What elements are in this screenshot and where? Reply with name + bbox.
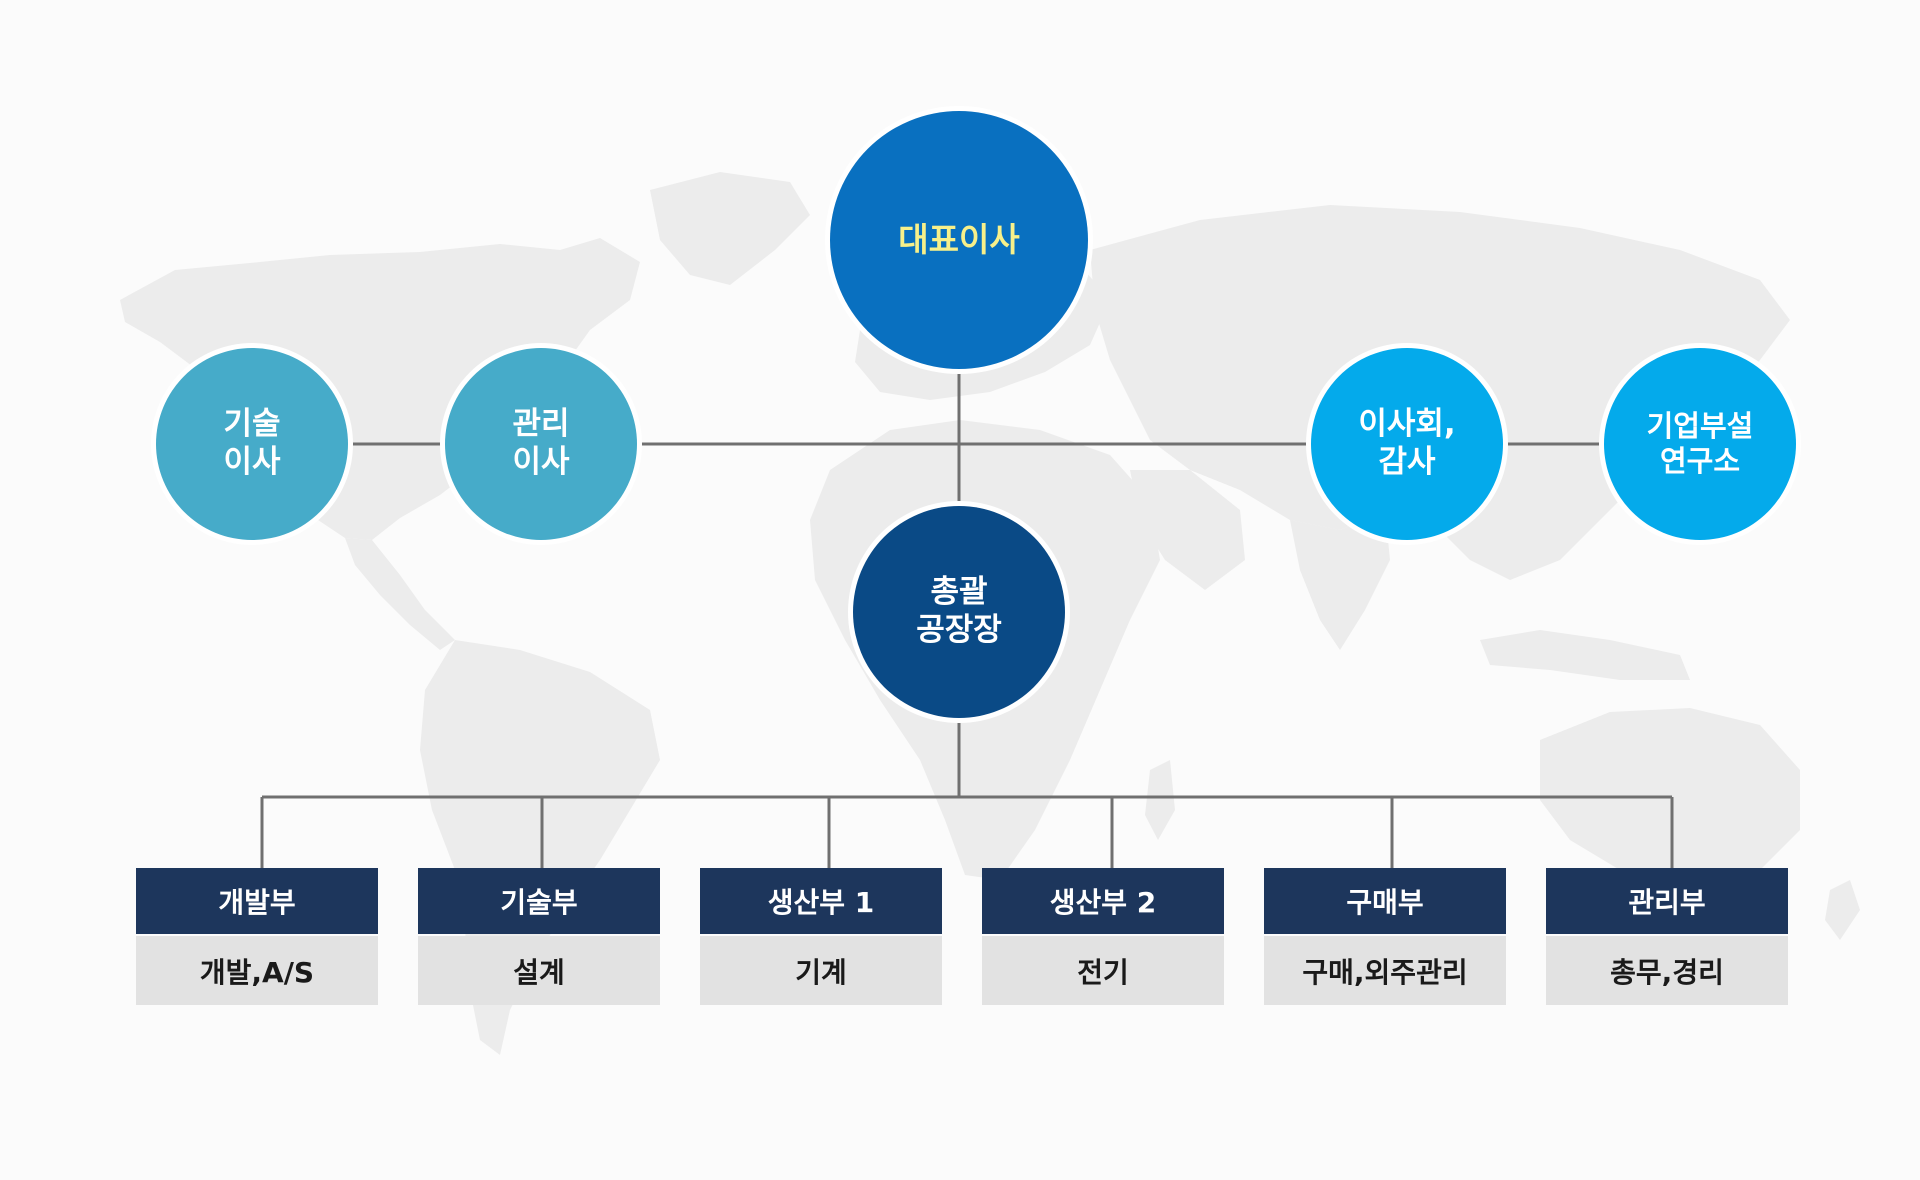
research-lab-node: 기업부설 연구소 — [1604, 348, 1796, 540]
management-director-label-line-1: 관리 — [512, 406, 570, 443]
ceo-node: 대표이사 — [830, 111, 1088, 369]
technical-director-label-line-2: 이사 — [223, 444, 281, 480]
map-indonesia — [1480, 630, 1690, 680]
department-card-administration: 관리부 총무,경리 — [1546, 868, 1788, 1005]
department-card-technology: 기술부 설계 — [418, 868, 660, 1005]
board-audit-node: 이사회, 감사 — [1311, 348, 1503, 540]
board-audit-label-line-2: 감사 — [1378, 444, 1436, 480]
department-duty: 개발,A/S — [136, 936, 378, 1005]
board-audit-label-line-1: 이사회, — [1358, 406, 1456, 443]
technical-director-label-line-1: 기술 — [223, 406, 281, 443]
department-card-purchasing: 구매부 구매,외주관리 — [1264, 868, 1506, 1005]
management-director-node: 관리 이사 — [445, 348, 637, 540]
management-director-label-line-2: 이사 — [512, 444, 570, 480]
department-name: 개발부 — [136, 868, 378, 934]
department-card-production-2: 생산부 2 전기 — [982, 868, 1224, 1005]
department-name: 관리부 — [1546, 868, 1788, 934]
map-new-zealand — [1825, 880, 1860, 940]
department-name: 생산부 2 — [982, 868, 1224, 934]
research-lab-label-line-1: 기업부설 — [1646, 408, 1754, 443]
ceo-label: 대표이사 — [898, 219, 1020, 259]
department-duty: 구매,외주관리 — [1264, 936, 1506, 1005]
plant-manager-label-line-1: 총괄 — [930, 574, 988, 611]
department-name: 구매부 — [1264, 868, 1506, 934]
department-duty: 기계 — [700, 936, 942, 1005]
research-lab-label-line-2: 연구소 — [1659, 444, 1741, 478]
department-name: 기술부 — [418, 868, 660, 934]
map-north-america — [120, 238, 640, 540]
map-australia — [1540, 708, 1800, 880]
plant-manager-label-line-2: 공장장 — [916, 612, 1002, 648]
map-greenland — [650, 172, 810, 285]
department-duty: 총무,경리 — [1546, 936, 1788, 1005]
map-madagascar — [1145, 760, 1175, 840]
department-duty: 전기 — [982, 936, 1224, 1005]
department-card-development: 개발부 개발,A/S — [136, 868, 378, 1005]
technical-director-node: 기술 이사 — [156, 348, 348, 540]
map-arabia — [1130, 470, 1245, 590]
department-name: 생산부 1 — [700, 868, 942, 934]
plant-manager-node: 총괄 공장장 — [853, 506, 1065, 718]
map-india — [1290, 510, 1390, 650]
department-duty: 설계 — [418, 936, 660, 1005]
department-card-production-1: 생산부 1 기계 — [700, 868, 942, 1005]
map-central-america — [345, 538, 455, 650]
